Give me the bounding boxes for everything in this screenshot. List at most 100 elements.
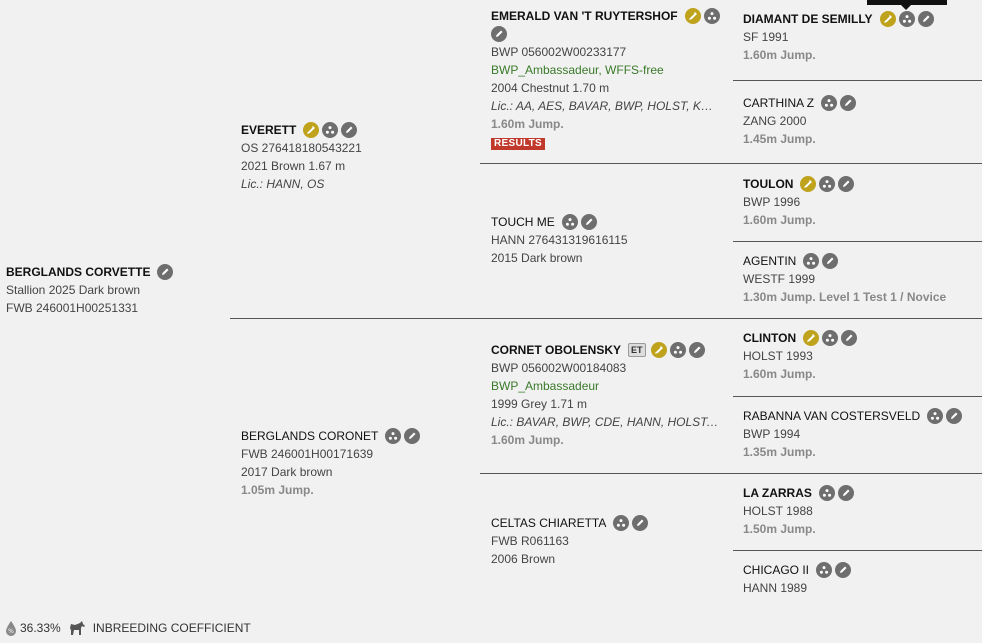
dam-sire-name[interactable]: CORNET OBOLENSKY: [491, 343, 622, 357]
pedigree-tree-icon[interactable]: [821, 95, 838, 111]
syringe-icon[interactable]: [800, 176, 817, 192]
divider-ggp-7: [733, 550, 982, 551]
ggp-3-line1: BWP 1996: [743, 195, 801, 209]
ggp-5-name[interactable]: CLINTON: [743, 331, 797, 345]
pencil-icon[interactable]: [491, 26, 507, 42]
ggp-6-line1: BWP 1994: [743, 427, 801, 441]
ggp-7-line1: HOLST 1988: [743, 504, 813, 518]
pedigree-tree-icon[interactable]: [927, 408, 944, 424]
syringe-icon[interactable]: [803, 330, 820, 346]
pedigree-tree-icon[interactable]: [816, 562, 833, 578]
pedigree-tree-icon[interactable]: [803, 253, 820, 269]
ggp-3-name[interactable]: TOULON: [743, 177, 794, 191]
pencil-icon[interactable]: [632, 515, 649, 531]
ggp-6-name[interactable]: RABANNA VAN COSTERSVELD: [743, 409, 921, 423]
subject-horse: BERGLANDS CORVETTE Stallion 2025 Dark br…: [6, 263, 174, 317]
dam-dam-name[interactable]: CELTAS CHIARETTA: [491, 516, 607, 530]
dam-horse: BERGLANDS CORONET FWB 246001H00171639 20…: [241, 427, 421, 499]
syringe-icon[interactable]: [879, 11, 896, 27]
pedigree-tree-icon[interactable]: [818, 485, 835, 501]
divider-ggp-1: [733, 80, 982, 81]
ggp-8-horse: CHICAGO II HANN 1989: [743, 561, 852, 597]
dam-sire-licenses: Lic.: BAVAR, BWP, CDE, HANN, HOLST, KW..…: [491, 415, 721, 429]
inbreeding-footer: % 36.33% INBREEDING COEFFICIENT: [5, 620, 251, 636]
pedigree-tree-icon[interactable]: [613, 515, 630, 531]
ggp-7-name[interactable]: LA ZARRAS: [743, 486, 812, 500]
pencil-icon[interactable]: [946, 408, 963, 424]
ggp-4-name[interactable]: AGENTIN: [743, 254, 797, 268]
svg-text:%: %: [8, 628, 14, 635]
ggp-2-jump: 1.45m Jump.: [743, 132, 816, 146]
ggp-6-jump: 1.35m Jump.: [743, 445, 816, 459]
pencil-icon[interactable]: [404, 428, 421, 444]
pencil-icon[interactable]: [838, 176, 855, 192]
ggp-1-jump: 1.60m Jump.: [743, 48, 816, 62]
pedigree-tree-icon[interactable]: [322, 122, 339, 138]
dam-dam-line2: 2006 Brown: [491, 552, 556, 566]
pedigree-tree-icon[interactable]: [898, 11, 915, 27]
divider-sire-dam: [230, 318, 982, 319]
results-badge[interactable]: RESULTS: [491, 138, 546, 150]
pedigree-tree-icon[interactable]: [703, 8, 720, 24]
subject-name[interactable]: BERGLANDS CORVETTE: [6, 265, 151, 279]
pencil-icon[interactable]: [917, 11, 934, 27]
dam-name[interactable]: BERGLANDS CORONET: [241, 429, 379, 443]
sire-sire-licenses: Lic.: AA, AES, BAVAR, BWP, HOLST, KWPN, …: [491, 99, 721, 113]
pedigree-tree-icon[interactable]: [561, 214, 578, 230]
pencil-icon[interactable]: [580, 214, 597, 230]
ggp-7-horse: LA ZARRAS HOLST 1988 1.50m Jump.: [743, 484, 854, 538]
ggp-3-horse: TOULON BWP 1996 1.60m Jump.: [743, 175, 855, 229]
dam-line1: FWB 246001H00171639: [241, 447, 374, 461]
pencil-icon[interactable]: [835, 562, 852, 578]
ggp-5-horse: CLINTON HOLST 1993 1.60m Jump.: [743, 329, 858, 383]
pencil-icon[interactable]: [840, 95, 857, 111]
dam-sire-line1: BWP 056002W00184083: [491, 361, 627, 375]
syringe-icon[interactable]: [684, 8, 701, 24]
ggp-5-line1: HOLST 1993: [743, 349, 813, 363]
pencil-icon[interactable]: [841, 330, 858, 346]
dam-sire-horse: CORNET OBOLENSKY ET BWP 056002W00184083 …: [491, 341, 721, 449]
sire-sire-jump: 1.60m Jump.: [491, 117, 564, 131]
pedigree-tree-icon[interactable]: [822, 330, 839, 346]
pencil-icon[interactable]: [837, 485, 854, 501]
sire-dam-name[interactable]: TOUCH ME: [491, 215, 555, 229]
ggp-3-jump: 1.60m Jump.: [743, 213, 816, 227]
ggp-4-line1: WESTF 1999: [743, 272, 816, 286]
dam-dam-line1: FWB R061163: [491, 534, 569, 548]
sire-sire-name[interactable]: EMERALD VAN 'T RUYTERSHOF: [491, 9, 678, 23]
pedigree-tree-icon[interactable]: [385, 428, 402, 444]
ggp-8-name[interactable]: CHICAGO II: [743, 563, 810, 577]
syringe-icon[interactable]: [650, 342, 667, 358]
sire-dam-line1: HANN 276431319616115: [491, 233, 628, 247]
ggp-2-line1: ZANG 2000: [743, 114, 807, 128]
ggp-1-line1: SF 1991: [743, 30, 789, 44]
sire-name[interactable]: EVERETT: [241, 123, 297, 137]
sire-dam-line2: 2015 Dark brown: [491, 251, 583, 265]
ggp-4-jump: 1.30m Jump. Level 1 Test 1 / Novice: [743, 290, 947, 304]
dam-sire-jump: 1.60m Jump.: [491, 433, 564, 447]
pencil-icon[interactable]: [157, 264, 174, 280]
drop-icon: %: [5, 620, 17, 636]
dam-line2: 2017 Dark brown: [241, 465, 333, 479]
divider-ggp-3: [733, 241, 982, 242]
ggp-2-horse: CARTHINA Z ZANG 2000 1.45m Jump.: [743, 94, 857, 148]
pedigree-tree-icon[interactable]: [669, 342, 686, 358]
sire-sire-horse: EMERALD VAN 'T RUYTERSHOF BWP 056002W002…: [491, 7, 721, 151]
dam-dam-horse: CELTAS CHIARETTA FWB R061163 2006 Brown: [491, 514, 649, 568]
pencil-icon[interactable]: [341, 122, 358, 138]
ggp-1-name[interactable]: DIAMANT DE SEMILLY: [743, 12, 873, 26]
ggp-5-jump: 1.60m Jump.: [743, 367, 816, 381]
sire-dam-horse: TOUCH ME HANN 276431319616115 2015 Dark …: [491, 213, 628, 267]
sire-sire-approval: BWP_Ambassadeur, WFFS-free: [491, 63, 664, 77]
ggp-2-name[interactable]: CARTHINA Z: [743, 96, 815, 110]
pencil-icon[interactable]: [822, 253, 839, 269]
pedigree-tree-icon[interactable]: [819, 176, 836, 192]
sire-line2: 2021 Brown 1.67 m: [241, 159, 346, 173]
ggp-1-horse: DIAMANT DE SEMILLY SF 1991 1.60m Jump.: [743, 10, 934, 64]
syringe-icon[interactable]: [303, 122, 320, 138]
divider-ss-sd: [480, 163, 982, 164]
subject-line1: Stallion 2025 Dark brown: [6, 283, 141, 297]
et-badge: ET: [628, 343, 646, 357]
pencil-icon[interactable]: [688, 342, 705, 358]
ggp-8-line1: HANN 1989: [743, 581, 808, 595]
